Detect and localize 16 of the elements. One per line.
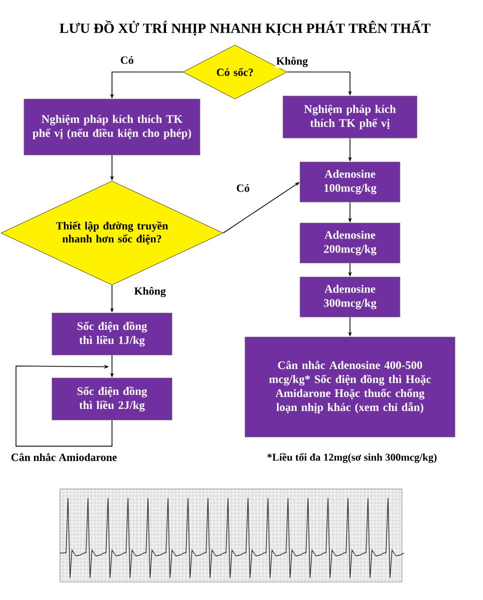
- process-box: Nghiệm pháp kích thích TK phế vị (nếu điều kiện cho phép): [24, 98, 200, 156]
- edge-label: Có: [120, 56, 134, 64]
- process-box: Cân nhắc Adenosine 400-500 mcg/kg* Sốc điện đồng thì Hoặc Amidarone Hoặc thuốc chống loạn nhịp khác (xem chỉ dẫn): [244, 336, 456, 438]
- process-box: Adenosine 200mcg/kg: [300, 222, 400, 264]
- process-box: Sốc điện đồng thì liều 2J/kg: [52, 378, 172, 420]
- process-box: Adenosine 100mcg/kg: [300, 162, 400, 202]
- edge-label: Có: [236, 184, 250, 192]
- process-box: Adenosine 300mcg/kg: [300, 276, 400, 318]
- edge-label: Không: [276, 56, 308, 68]
- footnote: *Liều tối đa 12mg(sơ sinh 300mcg/kg): [267, 453, 437, 463]
- process-box: Sốc điện đồng thì liều 1J/kg: [52, 312, 172, 356]
- edge-label: Không: [134, 286, 166, 298]
- edge-label: Cân nhắc Amiodarone: [11, 452, 117, 462]
- title: LƯU ĐỒ XỬ TRÍ NHỊP NHANH KỊCH PHÁT TRÊN THẤT: [60, 20, 430, 36]
- arrow: [16, 364, 112, 447]
- process-box: Nghiệm pháp kích thích TK phế vị: [282, 96, 418, 138]
